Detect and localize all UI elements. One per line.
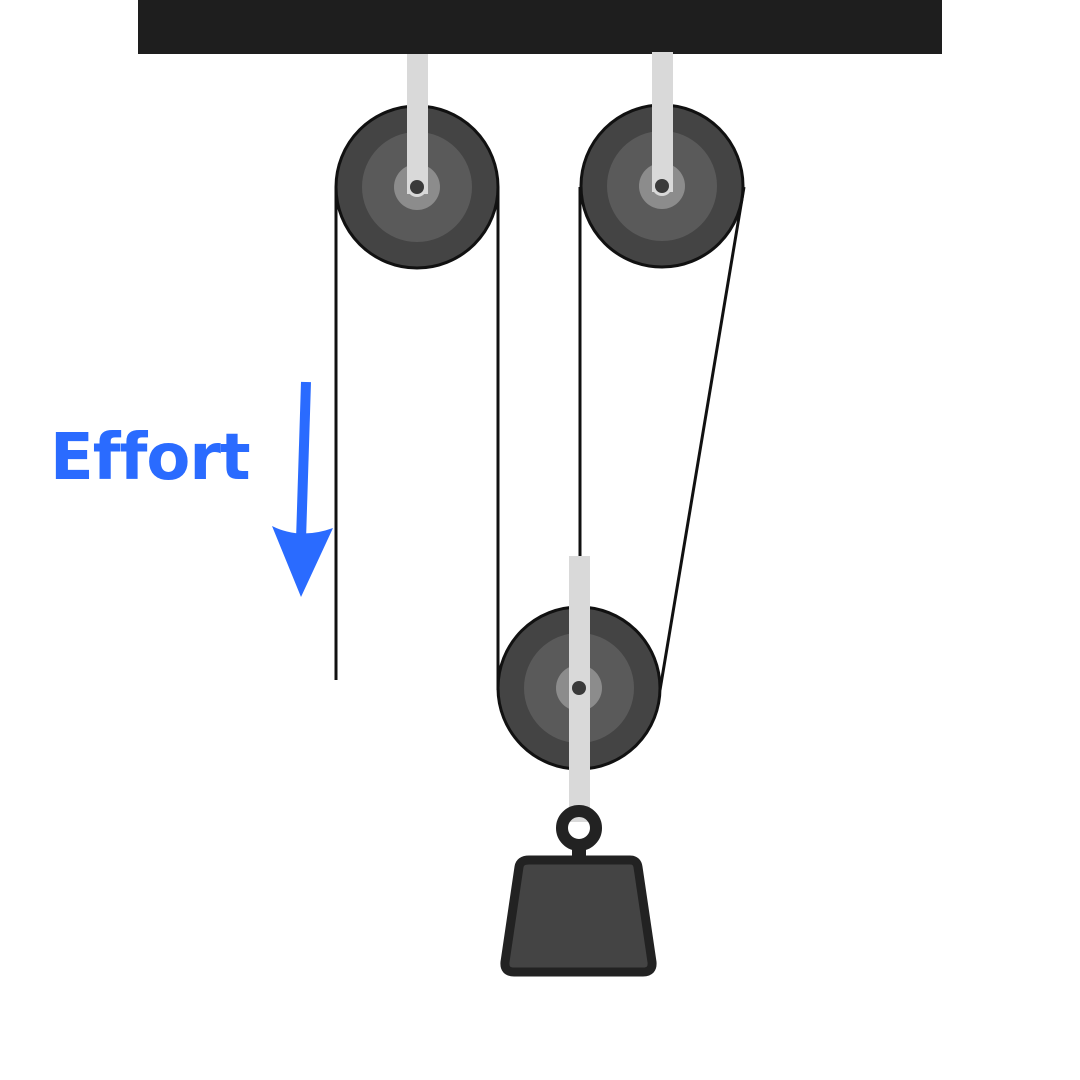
axle-icon — [655, 179, 669, 193]
rope — [334, 186, 746, 691]
effort-arrow-shaft — [296, 381, 311, 541]
ceiling-beam — [138, 0, 942, 54]
axle-icon — [410, 180, 424, 194]
pulley-mount-strap — [407, 54, 428, 194]
weight-hook-ring — [556, 805, 602, 851]
weight-body — [500, 855, 657, 977]
axle-icon — [572, 681, 586, 695]
fixed-pulley-right — [579, 52, 745, 269]
arrow-down-icon — [272, 381, 333, 597]
rope-segment-right-diagonal — [658, 186, 746, 691]
effort-label: Effort — [50, 421, 251, 495]
effort-arrow-head — [272, 526, 333, 597]
fixed-pulley-left — [334, 54, 500, 270]
pulley-mount-strap — [652, 52, 673, 192]
weight-icon — [500, 805, 657, 977]
movable-pulley — [496, 556, 662, 822]
